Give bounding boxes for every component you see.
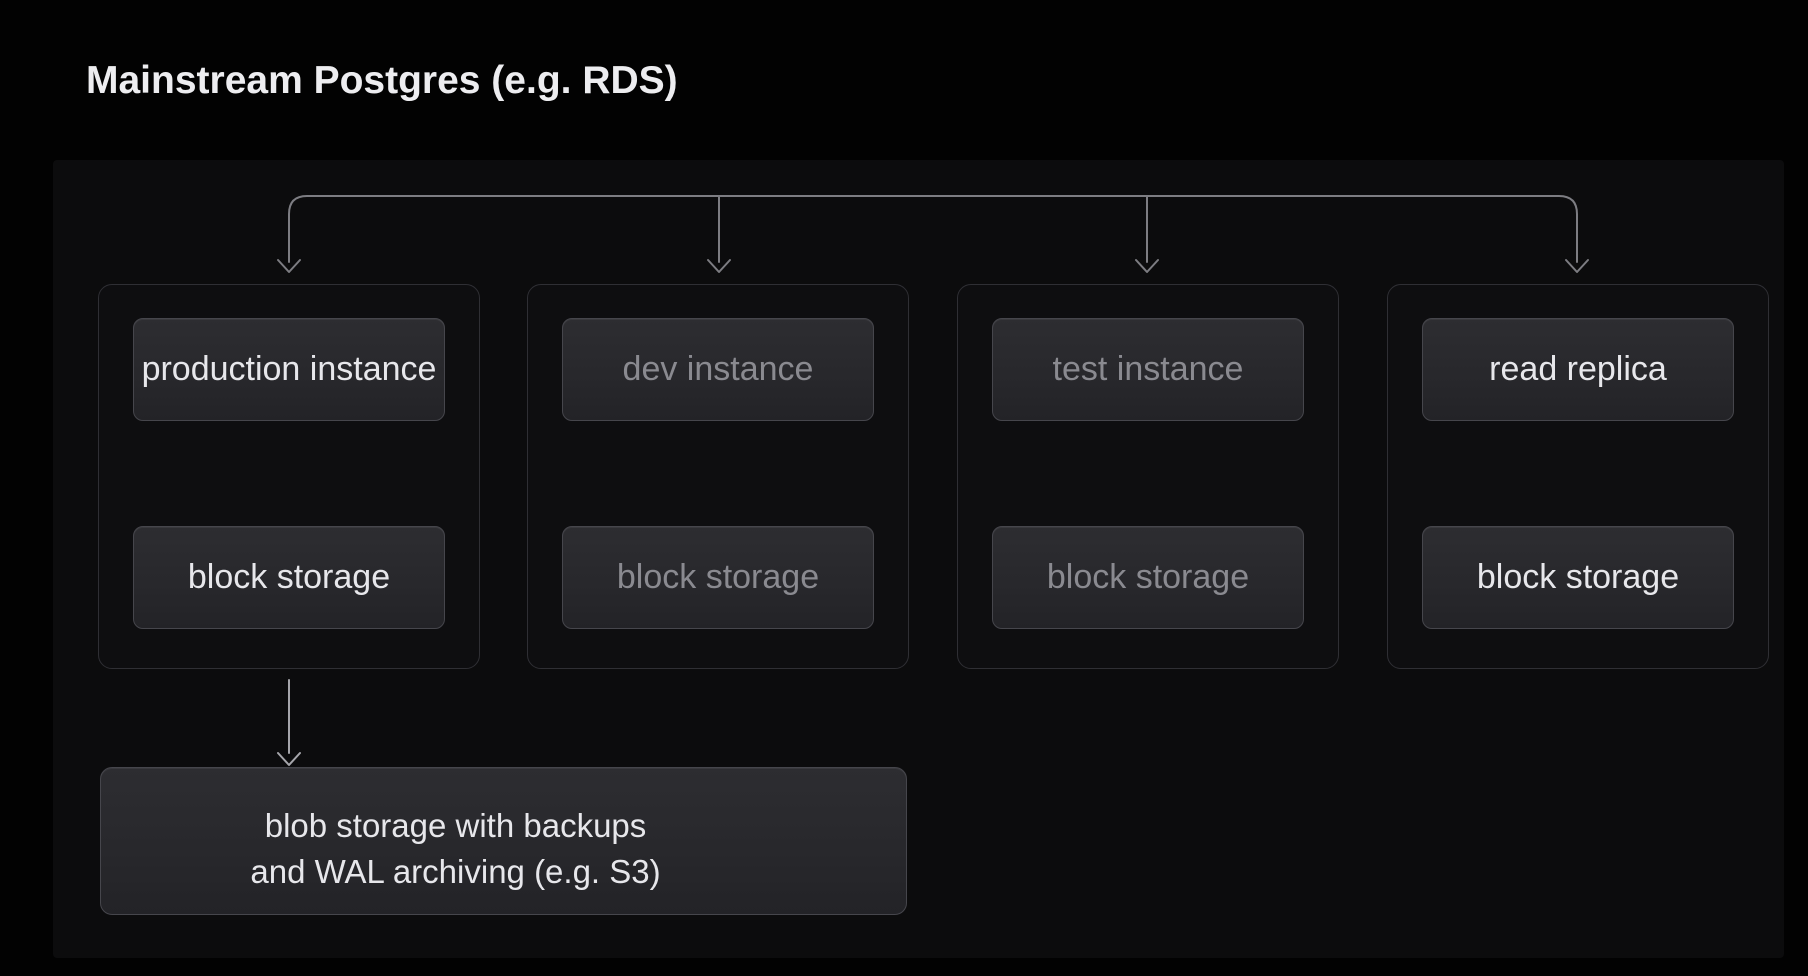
column-production: production instance block storage xyxy=(98,284,480,669)
node-dev-block-storage-label: block storage xyxy=(616,558,820,596)
node-production-block-storage-label: block storage xyxy=(187,558,391,596)
node-production-instance: production instance xyxy=(133,318,445,421)
blob-storage-label-line1: blob storage with backups xyxy=(264,807,647,844)
node-read-replica-label: read replica xyxy=(1489,350,1667,388)
node-read-replica-block-storage-label: block storage xyxy=(1476,558,1680,596)
node-test-instance: test instance xyxy=(992,318,1304,421)
node-read-replica: read replica xyxy=(1422,318,1734,421)
node-dev-instance-label: dev instance xyxy=(622,350,814,388)
blob-storage-label-line2: and WAL archiving (e.g. S3) xyxy=(250,853,661,890)
column-read-replica: read replica block storage xyxy=(1387,284,1769,669)
column-dev: dev instance block storage xyxy=(527,284,909,669)
node-test-block-storage: block storage xyxy=(992,526,1304,629)
node-test-instance-label: test instance xyxy=(1052,350,1244,388)
node-blob-storage: blob storage with backups and WAL archiv… xyxy=(100,767,907,915)
node-read-replica-block-storage: block storage xyxy=(1422,526,1734,629)
node-dev-instance: dev instance xyxy=(562,318,874,421)
page-title: Mainstream Postgres (e.g. RDS) xyxy=(86,59,678,102)
node-test-block-storage-label: block storage xyxy=(1046,558,1250,596)
column-test: test instance block storage xyxy=(957,284,1339,669)
node-dev-block-storage: block storage xyxy=(562,526,874,629)
node-production-instance-label: production instance xyxy=(141,350,437,388)
node-production-block-storage: block storage xyxy=(133,526,445,629)
